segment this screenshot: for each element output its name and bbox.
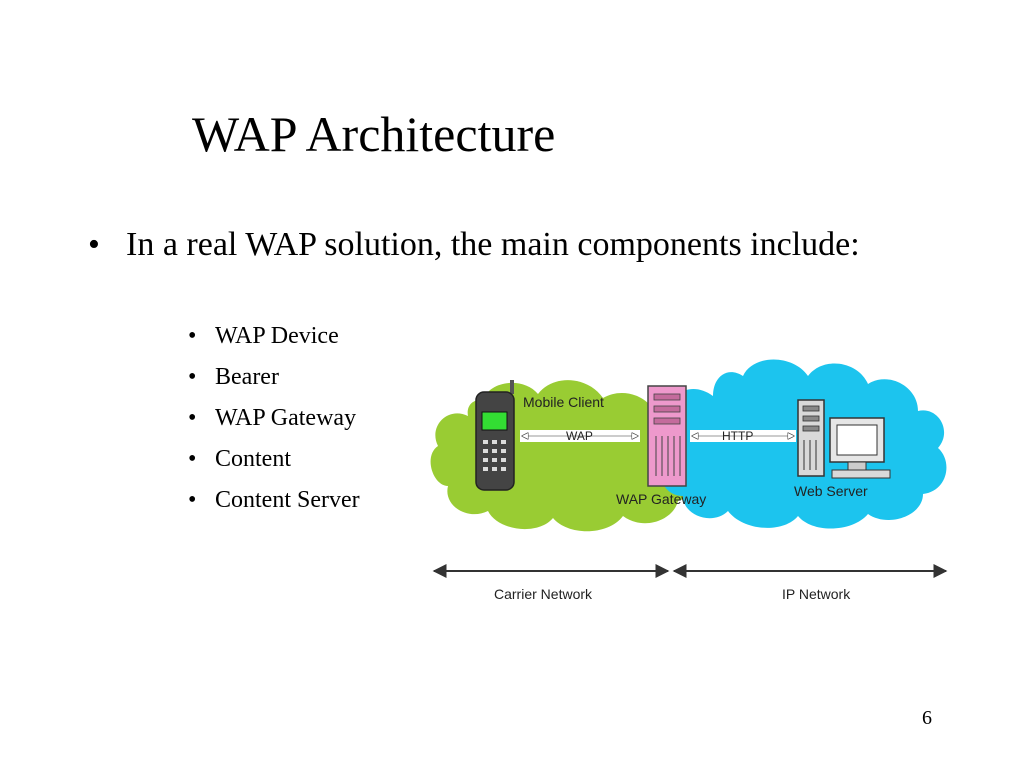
gateway-server-icon bbox=[647, 385, 687, 487]
component-label: Content bbox=[215, 446, 291, 472]
bullet-marker: • bbox=[88, 226, 100, 263]
component-label: Content Server bbox=[215, 487, 360, 513]
web-server-label: Web Server bbox=[794, 483, 868, 499]
main-bullet-text: In a real WAP solution, the main compone… bbox=[126, 226, 860, 263]
wap-architecture-diagram: Mobile Client WAP HTTP WAP Gateway Web S… bbox=[428, 336, 958, 616]
web-server-tower-icon bbox=[797, 399, 825, 477]
slide-title: WAP Architecture bbox=[192, 106, 556, 162]
components-list: • WAP Device • Bearer • WAP Gateway • Co… bbox=[188, 320, 360, 525]
http-label: HTTP bbox=[722, 429, 753, 443]
component-item-content-server: • Content Server bbox=[188, 484, 360, 525]
component-item-wap-device: • WAP Device bbox=[188, 320, 360, 361]
wap-gateway-label: WAP Gateway bbox=[616, 491, 706, 507]
bullet-marker: • bbox=[188, 446, 197, 472]
wap-label: WAP bbox=[566, 429, 593, 443]
bullet-marker: • bbox=[188, 487, 197, 513]
mobile-client-label: Mobile Client bbox=[523, 394, 604, 410]
bullet-marker: • bbox=[188, 364, 197, 390]
page-number: 6 bbox=[922, 707, 932, 729]
component-item-bearer: • Bearer bbox=[188, 361, 360, 402]
carrier-network-label: Carrier Network bbox=[494, 586, 593, 602]
component-item-content: • Content bbox=[188, 443, 360, 484]
monitor-icon bbox=[829, 417, 891, 479]
component-label: Bearer bbox=[215, 364, 279, 390]
bullet-marker: • bbox=[188, 405, 197, 431]
bullet-marker: • bbox=[188, 323, 197, 349]
ip-network-label: IP Network bbox=[782, 586, 851, 602]
mobile-phone-icon bbox=[475, 380, 515, 491]
component-label: WAP Gateway bbox=[215, 405, 357, 431]
component-item-wap-gateway: • WAP Gateway bbox=[188, 402, 360, 443]
diagram-svg: Mobile Client WAP HTTP WAP Gateway Web S… bbox=[430, 359, 948, 602]
main-bullet: • In a real WAP solution, the main compo… bbox=[88, 222, 868, 268]
component-label: WAP Device bbox=[215, 323, 339, 349]
